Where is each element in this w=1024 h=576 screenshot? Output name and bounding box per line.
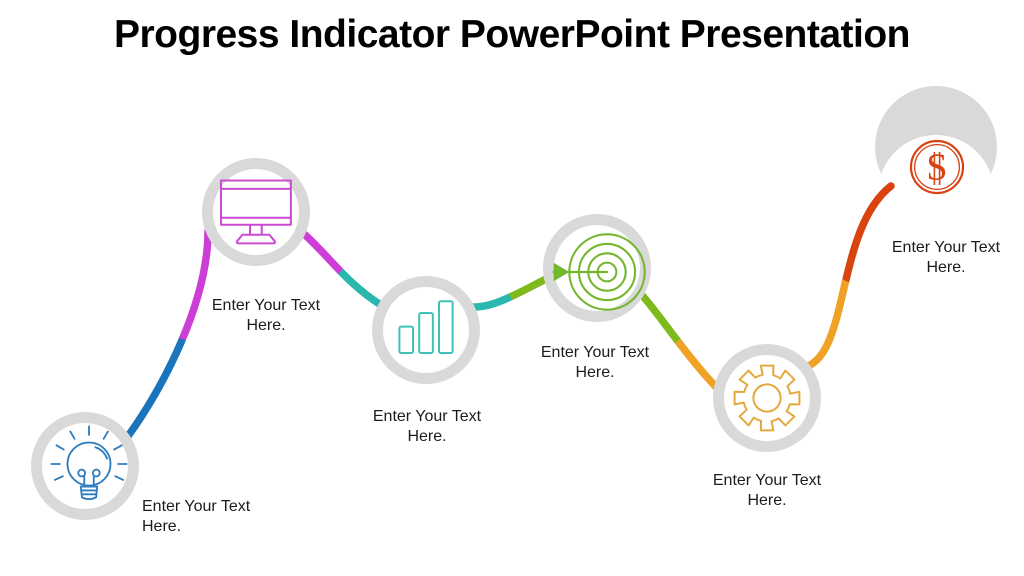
node-4-label: Enter Your Text Here. (540, 344, 650, 381)
node-5-ring (713, 344, 821, 452)
node-3-ring (372, 276, 480, 384)
node-2-ring (202, 158, 310, 266)
svg-text:S: S (926, 147, 947, 189)
node-1-ring (31, 412, 139, 520)
monitor-icon (219, 179, 292, 245)
gear-icon (733, 364, 801, 432)
connector-4 (637, 290, 720, 391)
slide-title: Progress Indicator PowerPoint Presentati… (113, 13, 911, 56)
connector-3 (468, 275, 550, 311)
connector-2 (300, 230, 385, 309)
node-2-label: Enter Your Text Here. (211, 297, 321, 334)
connector-1 (124, 227, 212, 440)
bar-chart-icon (398, 300, 454, 354)
node-5-label: Enter Your Text Here. (712, 472, 822, 509)
node-3-label: Enter Your Text Here. (372, 408, 482, 445)
dollar-icon: S (909, 139, 965, 195)
node-1-label: Enter Your Text Here. (142, 498, 251, 535)
connector-5 (804, 182, 895, 370)
lightbulb-icon (50, 425, 128, 501)
node-6-label: Enter Your Text Here. (891, 239, 1001, 276)
target-icon (552, 233, 646, 311)
